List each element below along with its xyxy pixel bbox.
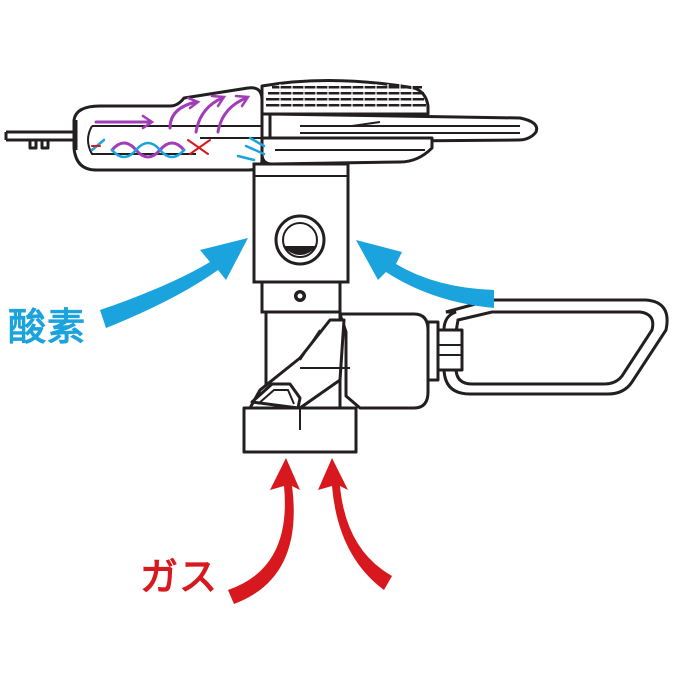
set-screw: [294, 290, 306, 302]
gas-label: ガス: [140, 555, 219, 599]
valve-body: [242, 312, 464, 454]
internal-gas-arrows: [91, 139, 211, 155]
burner-head: [4, 78, 539, 172]
gas-arrows: [228, 458, 392, 604]
oxygen-arrows: [100, 238, 494, 328]
heated-air-arrows: [94, 94, 251, 159]
folding-handle: [442, 298, 669, 396]
internal-oxygen-arrows: [90, 136, 266, 162]
gas-arrow-left: [228, 458, 300, 604]
air-intake-hole: [274, 214, 326, 266]
gas-arrow-right: [318, 458, 392, 590]
oxygen-label: 酸素: [8, 305, 87, 349]
oxygen-arrow-left: [100, 238, 248, 328]
oxygen-arrow-right: [356, 240, 494, 308]
grille-pattern: [266, 86, 426, 107]
